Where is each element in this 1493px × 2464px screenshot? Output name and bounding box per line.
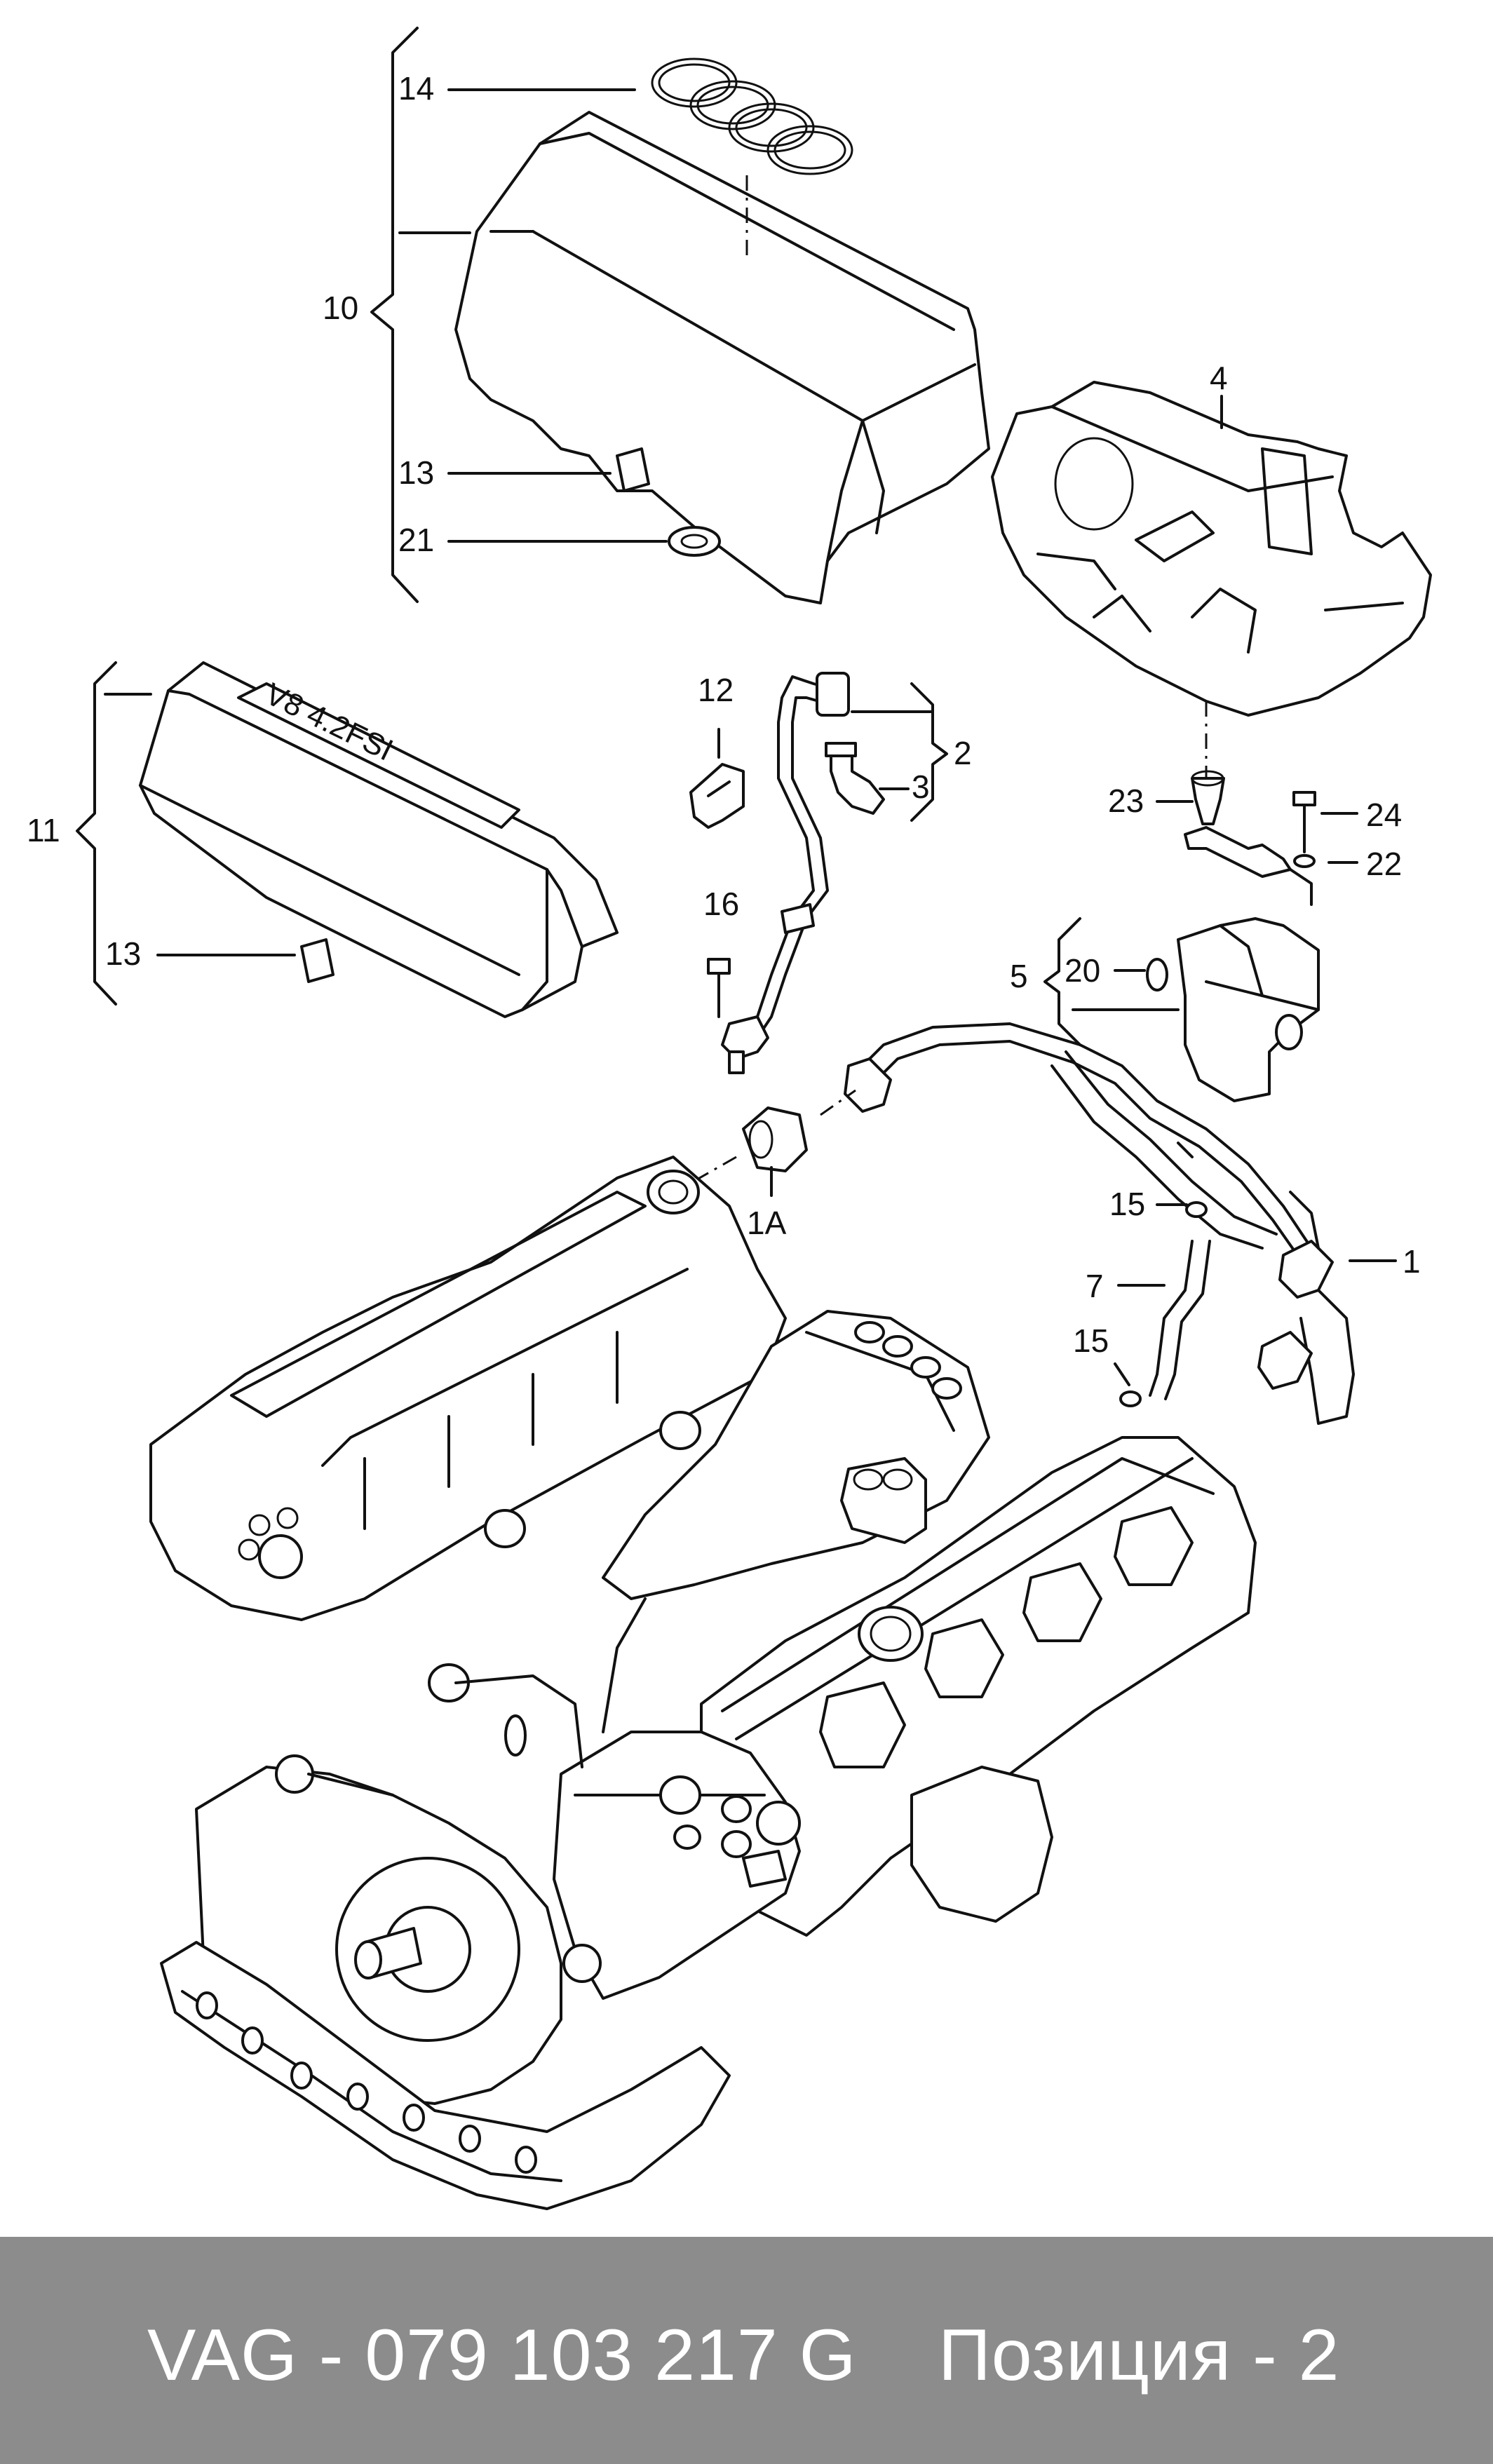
callout-13a: 13: [398, 454, 434, 491]
callout-5: 5: [1010, 958, 1028, 994]
callout-15a: 15: [1109, 1186, 1145, 1222]
callout-2: 2: [954, 735, 972, 771]
callout-1: 1: [1403, 1243, 1421, 1280]
callout-3: 3: [912, 769, 930, 805]
hose-7: [1119, 1201, 1211, 1407]
bracket-5: [1043, 917, 1081, 1046]
callout-15b: 15: [1073, 1322, 1109, 1359]
callout-20: 20: [1065, 952, 1100, 989]
hose-assembly-1: [844, 1022, 1355, 1425]
hose-2: [721, 672, 850, 1074]
callout-13b: 13: [105, 935, 141, 972]
bolt-24: [1292, 791, 1316, 868]
bracket-22: [1184, 826, 1313, 906]
callout-10: 10: [323, 290, 358, 326]
bracket-10: [370, 27, 419, 603]
grommet-23: [1191, 770, 1225, 825]
upper-engine-cover: [454, 111, 990, 604]
engine-block: [149, 1156, 1257, 2210]
callout-24: 24: [1366, 797, 1402, 833]
callout-23: 23: [1108, 783, 1144, 819]
part-number: VAG - 079 103 217 G: [147, 2315, 857, 2396]
callout-22: 22: [1366, 846, 1402, 882]
callout-11: 11: [27, 812, 60, 848]
bracket-11: [76, 661, 117, 1006]
callout-12: 12: [698, 672, 734, 708]
callout-16: 16: [703, 886, 739, 922]
o-ring-20: [1146, 958, 1168, 991]
leader-15b: [1114, 1362, 1130, 1386]
side-engine-cover: V8 4.2FSI: [139, 661, 619, 1018]
footer-bar: VAG - 079 103 217 G Позиция - 2: [0, 2237, 1493, 2464]
callout-14: 14: [398, 70, 434, 107]
callout-4: 4: [1210, 360, 1228, 396]
bolt-16: [707, 958, 731, 1018]
clip-13-upper: [616, 447, 650, 492]
position-label: Позиция - 2: [938, 2315, 1340, 2396]
audi-rings-emblem: [651, 57, 853, 259]
clamp-12: [689, 763, 745, 829]
connector-3: [825, 742, 885, 815]
callout-7: 7: [1086, 1268, 1104, 1304]
clip-13-lower: [300, 938, 335, 983]
oil-separator-5: [1177, 917, 1320, 1102]
bracket-4: [991, 381, 1432, 778]
callout-21: 21: [398, 522, 434, 558]
bracket-2: [910, 682, 948, 822]
engine-parts-diagram: 14 10 13 21 V8 4.2FSI 11 13 4: [27, 27, 1432, 2210]
grommet-21: [668, 526, 721, 557]
callout-1A: 1A: [747, 1205, 787, 1241]
